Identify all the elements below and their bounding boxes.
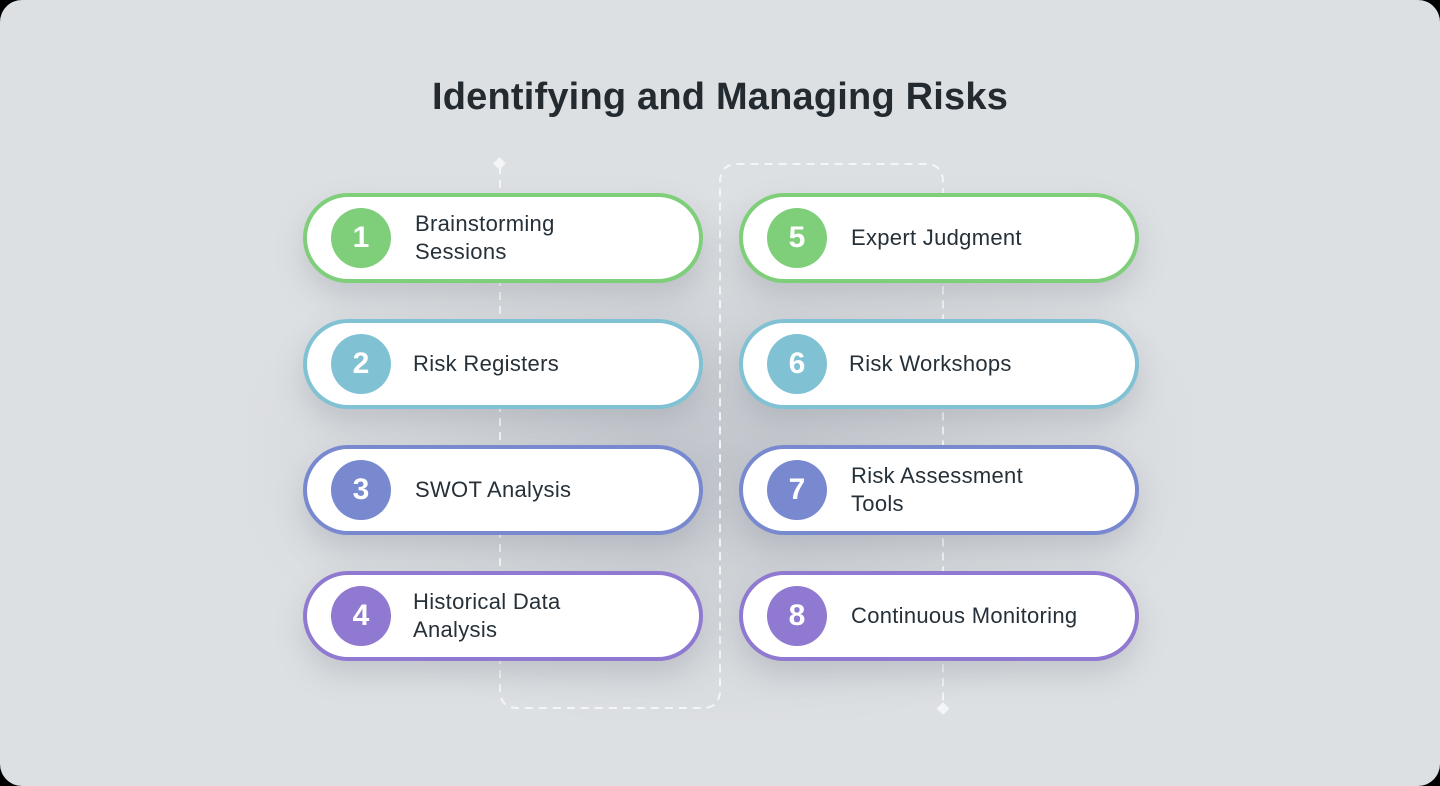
step-label: Historical Data Analysis <box>413 589 561 642</box>
step-item-6: 6 Risk Workshops <box>739 319 1139 409</box>
step-label: SWOT Analysis <box>415 477 572 502</box>
step-number-badge: 8 <box>767 586 827 646</box>
step-item-8: 8 Continuous Monitoring <box>739 571 1139 661</box>
step-label: Continuous Monitoring <box>851 603 1078 628</box>
step-item-7: 7 Risk Assessment Tools <box>739 445 1139 535</box>
step-item-1: 1 Brainstorming Sessions <box>303 193 703 283</box>
step-number-badge: 3 <box>331 460 391 520</box>
step-label: Risk Registers <box>413 351 560 376</box>
step-number-badge: 2 <box>331 334 391 394</box>
step-number-badge: 1 <box>331 208 391 268</box>
step-item-4: 4 Historical Data Analysis <box>303 571 703 661</box>
step-label: Risk Workshops <box>849 351 1012 376</box>
step-number-badge: 7 <box>767 460 827 520</box>
step-number-badge: 6 <box>767 334 827 394</box>
step-label: Brainstorming Sessions <box>415 211 555 264</box>
step-item-3: 3 SWOT Analysis <box>303 445 703 535</box>
step-item-2: 2 Risk Registers <box>303 319 703 409</box>
step-number-badge: 5 <box>767 208 827 268</box>
step-label: Expert Judgment <box>851 225 1022 250</box>
start-diamond-icon <box>493 157 506 170</box>
step-number-badge: 4 <box>331 586 391 646</box>
step-item-5: 5 Expert Judgment <box>739 193 1139 283</box>
end-diamond-icon <box>936 702 950 715</box>
page-title: Identifying and Managing Risks <box>431 76 1009 118</box>
step-label: Risk Assessment Tools <box>851 463 1023 516</box>
